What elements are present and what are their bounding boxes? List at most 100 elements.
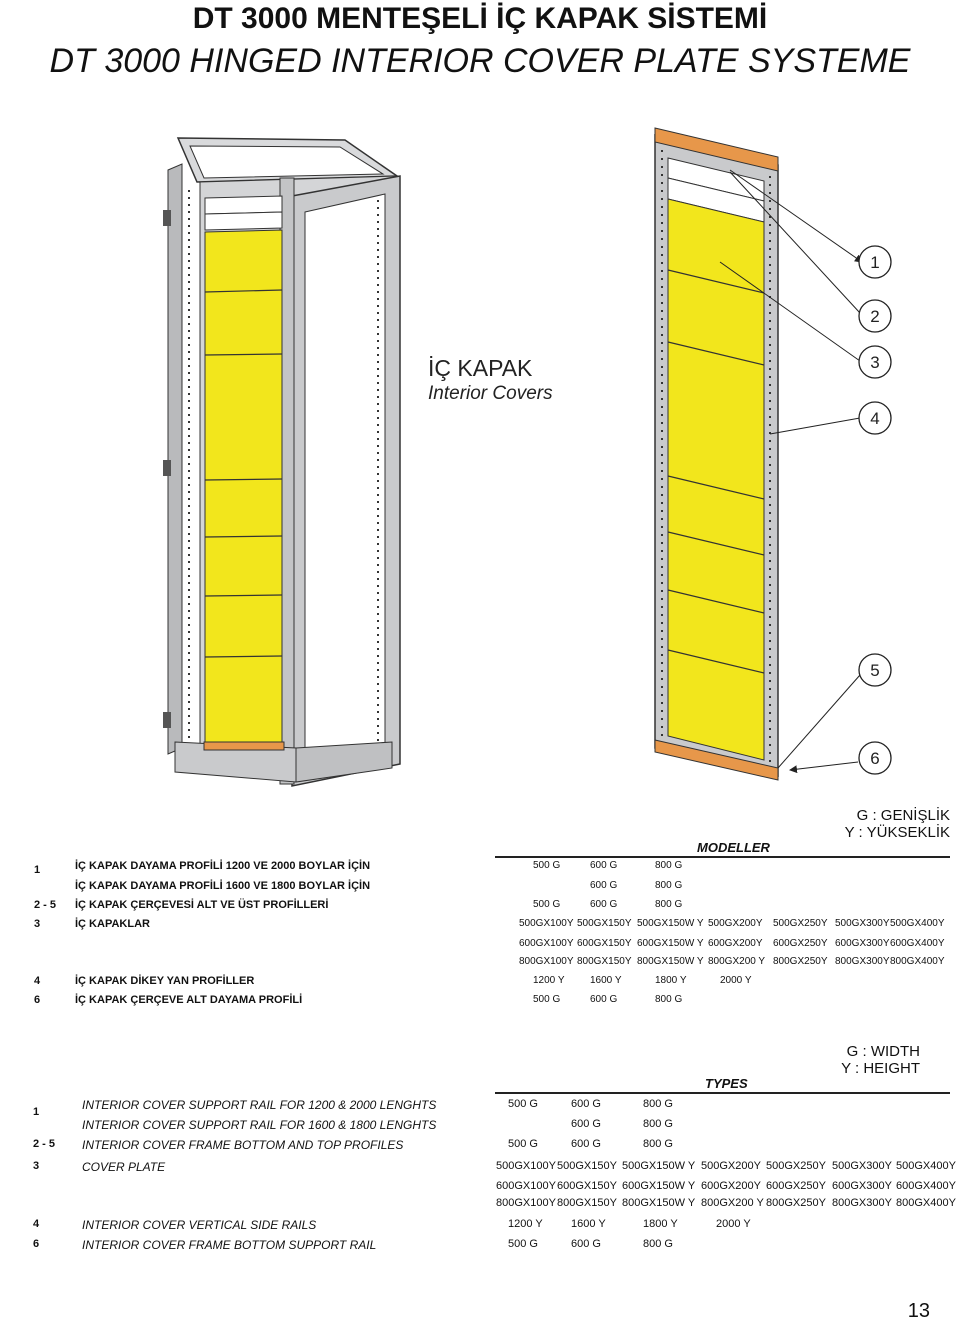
- callout-circle-6: [858, 741, 892, 775]
- row-number: 6: [33, 1238, 40, 1250]
- callout-circle-3: [858, 345, 892, 379]
- page-number: 13: [907, 1300, 930, 1322]
- table-cell: 800GX200 Y: [708, 956, 766, 967]
- table-cell: 600GX250Y: [773, 938, 828, 949]
- row-label: INTERIOR COVER SUPPORT RAIL FOR 1200 & 2…: [82, 1098, 437, 1112]
- callout-label-3: 3: [870, 353, 879, 372]
- table-cell: 800 G: [643, 1118, 673, 1130]
- row-label: İÇ KAPAK DAYAMA PROFİLİ 1200 VE 2000 BOY…: [75, 860, 371, 872]
- table-cell: 1600 Y: [590, 975, 622, 986]
- table-cell: 800 G: [655, 899, 683, 910]
- table-cell: 500GX400Y: [896, 1160, 956, 1172]
- table-cell: 800GX150W Y: [622, 1197, 696, 1209]
- row-label: İÇ KAPAK DAYAMA PROFİLİ 1600 VE 1800 BOY…: [75, 880, 371, 892]
- callout-label-6: 6: [870, 749, 879, 768]
- leader-line-5: [777, 674, 861, 769]
- table-cell: 800GX250Y: [773, 956, 828, 967]
- table-cell: 600GX200Y: [708, 938, 763, 949]
- legend-english: G : WIDTH Y : HEIGHT: [841, 1043, 920, 1077]
- page-title-english: DT 3000 HINGED INTERIOR COVER PLATE SYST…: [49, 42, 911, 80]
- legend-height-en: Y : HEIGHT: [841, 1060, 920, 1077]
- row-number: 4: [33, 1218, 40, 1230]
- table-cell: 800GX300Y: [832, 1197, 892, 1209]
- table-cell: 600GX400Y: [890, 938, 945, 949]
- table-divider-tr: [495, 856, 950, 858]
- row-label: INTERIOR COVER VERTICAL SIDE RAILS: [82, 1218, 317, 1232]
- table-cell: 1800 Y: [643, 1218, 678, 1230]
- table-cell: 600GX250Y: [766, 1180, 826, 1192]
- table-cell: 500 G: [533, 994, 561, 1005]
- leader-line-6: [789, 761, 859, 774]
- table-cell: 500GX250Y: [773, 918, 828, 929]
- figure-label-english: Interior Covers: [428, 383, 553, 404]
- legend-width-tr: G : GENİŞLİK: [856, 807, 950, 824]
- cover-frame-right: [654, 127, 779, 781]
- row-number: 6: [34, 994, 41, 1006]
- table-cell: 500GX300Y: [835, 918, 890, 929]
- row-number: 3: [33, 1160, 40, 1172]
- table-cell: 600GX150Y: [557, 1180, 617, 1192]
- table-cell: 800GX150Y: [577, 956, 632, 967]
- table-cell: 500GX150W Y: [637, 918, 704, 929]
- table-cell: 600 G: [571, 1138, 601, 1150]
- table-cell: 600 G: [571, 1238, 601, 1250]
- table-cell: 600GX150W Y: [637, 938, 704, 949]
- table-cell: 800 G: [655, 860, 683, 871]
- table-cell: 1200 Y: [508, 1218, 543, 1230]
- legend-turkish: G : GENİŞLİK Y : YÜKSEKLİK: [845, 807, 950, 841]
- table-cell: 500GX100Y: [519, 918, 574, 929]
- row-label: İÇ KAPAK ÇERÇEVE ALT DAYAMA PROFİLİ: [75, 994, 303, 1006]
- leader-line-4: [769, 417, 861, 435]
- table-cell: 500GX300Y: [832, 1160, 892, 1172]
- callout-circle-1: [858, 245, 892, 279]
- table-cell: 600GX100Y: [496, 1180, 556, 1192]
- cabinet-illustration: İÇ KAPAK Interior Covers 1 2: [163, 127, 892, 787]
- row-number: 2 - 5: [33, 1138, 56, 1150]
- row-label: INTERIOR COVER SUPPORT RAIL FOR 1600 & 1…: [82, 1118, 437, 1132]
- table-cell: 800GX150W Y: [637, 956, 704, 967]
- table-cell: 500 G: [508, 1098, 538, 1110]
- row-label: İÇ KAPAK ÇERÇEVESİ ALT VE ÜST PROFİLLERİ: [75, 899, 329, 911]
- table-cell: 800GX250Y: [766, 1197, 826, 1209]
- table-cell: 500GX200Y: [701, 1160, 761, 1172]
- table-cell: 800 G: [655, 880, 683, 891]
- table-cell: 1800 Y: [655, 975, 687, 986]
- table-cell: 800GX100Y: [496, 1197, 556, 1209]
- figure-label-turkish: İÇ KAPAK: [428, 355, 533, 381]
- table-cell: 500GX400Y: [890, 918, 945, 929]
- row-number: 4: [34, 975, 41, 987]
- table-cell: 800GX200 Y: [701, 1197, 764, 1209]
- callout-label-5: 5: [870, 661, 879, 680]
- row-label: İÇ KAPAK DİKEY YAN PROFİLLER: [75, 975, 255, 987]
- table-cell: 800 G: [655, 994, 683, 1005]
- table-cell: 500GX200Y: [708, 918, 763, 929]
- table-cell: 500GX250Y: [766, 1160, 826, 1172]
- table-cell: 500GX150Y: [557, 1160, 617, 1172]
- callout-circle-4: [858, 401, 892, 435]
- table-cell: 1200 Y: [533, 975, 565, 986]
- leader-line-2: [729, 171, 861, 314]
- table-cell: 600GX200Y: [701, 1180, 761, 1192]
- table-cell: 600GX150W Y: [622, 1180, 696, 1192]
- row-label: COVER PLATE: [82, 1160, 166, 1174]
- table-cell: 500GX150W Y: [622, 1160, 696, 1172]
- table-cell: 600 G: [590, 880, 618, 891]
- table-cell: 600 G: [590, 899, 618, 910]
- leader-line-3: [719, 261, 861, 362]
- table-cell: 500GX150Y: [577, 918, 632, 929]
- callout-label-2: 2: [870, 307, 879, 326]
- table-cell: 600GX300Y: [835, 938, 890, 949]
- table-cell: 2000 Y: [716, 1218, 751, 1230]
- table-cell: 600GX400Y: [896, 1180, 956, 1192]
- table-cell: 600 G: [590, 860, 618, 871]
- table-cell: 800GX300Y: [835, 956, 890, 967]
- table-cell: 500 G: [508, 1238, 538, 1250]
- table-cell: 600GX100Y: [519, 938, 574, 949]
- table-cell: 800GX100Y: [519, 956, 574, 967]
- table-cell: 500 G: [508, 1138, 538, 1150]
- cabinet-left: [163, 137, 401, 787]
- table-cell: 600 G: [590, 994, 618, 1005]
- table-cell: 600GX300Y: [832, 1180, 892, 1192]
- table-cell: 600 G: [571, 1118, 601, 1130]
- legend-height-tr: Y : YÜKSEKLİK: [844, 824, 950, 841]
